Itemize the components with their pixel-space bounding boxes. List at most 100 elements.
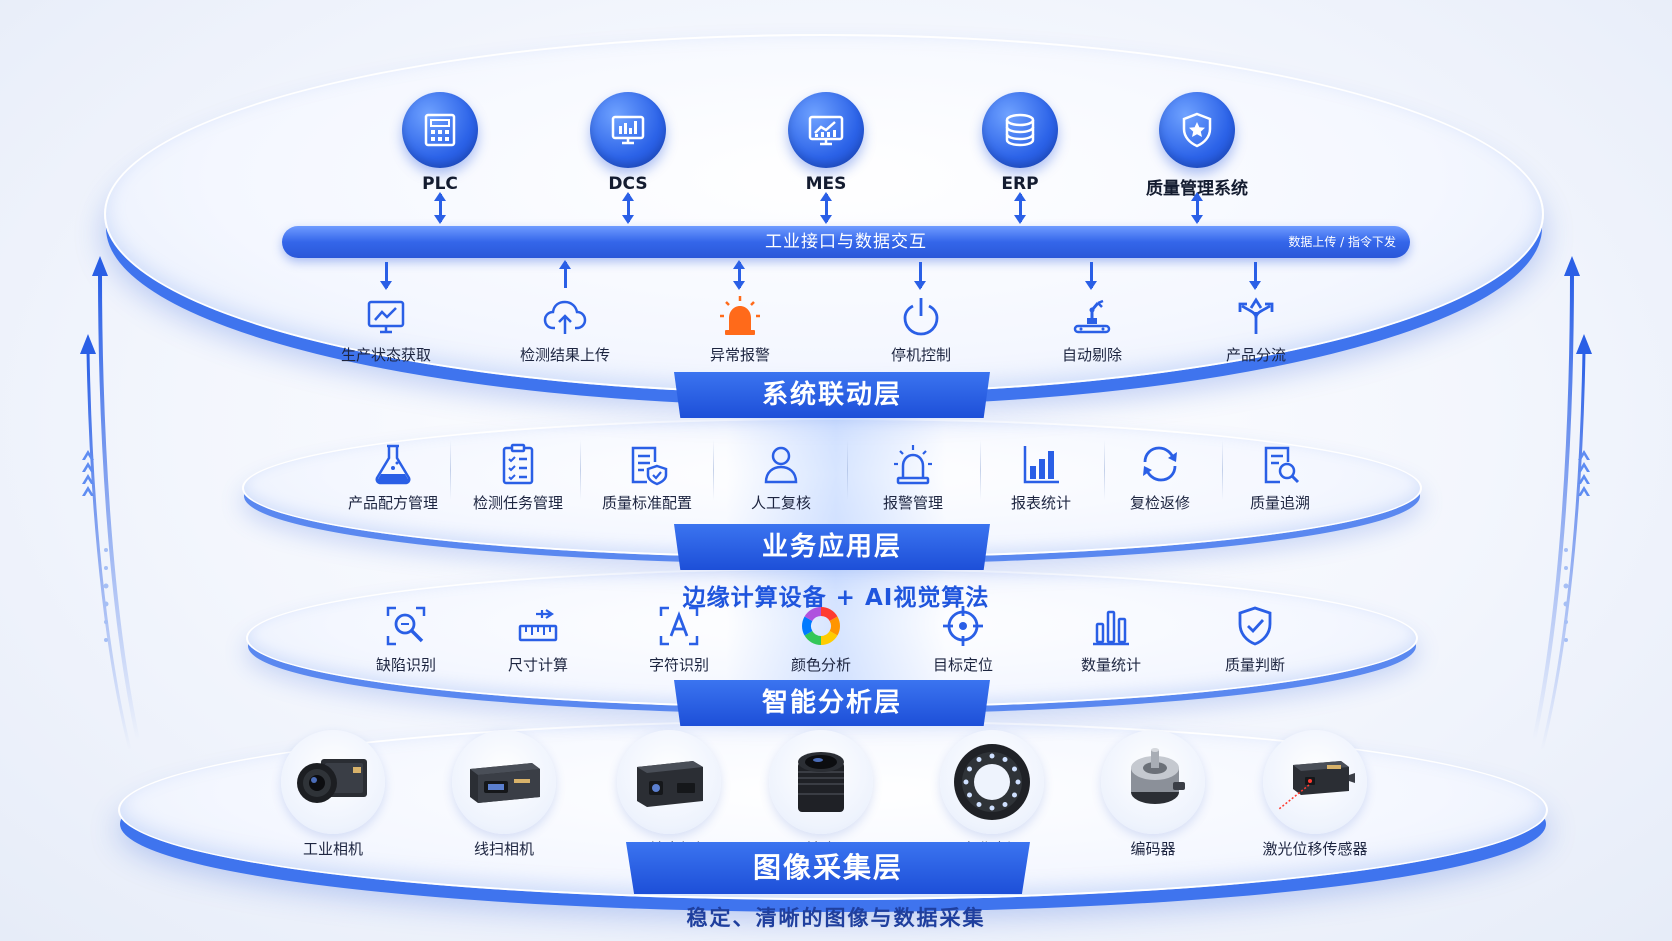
linkage-item[interactable]: 检测结果上传	[500, 290, 630, 365]
item-label: 产品分流	[1225, 346, 1286, 364]
linkage-banner: 系统联动层	[674, 372, 990, 418]
connector-down	[380, 262, 392, 290]
plc-icon	[424, 113, 456, 147]
cloud-upload-icon	[543, 300, 587, 334]
connector-quality	[1191, 192, 1203, 224]
item-label: 字符识别	[648, 656, 709, 674]
encoder-icon	[1131, 748, 1185, 804]
business-item[interactable]: 复检返修	[1095, 438, 1225, 513]
linkage-item[interactable]: 停机控制	[856, 290, 986, 365]
power-icon	[903, 298, 939, 336]
industrial-camera-icon	[297, 759, 367, 803]
shield-check-icon	[1238, 606, 1272, 646]
analysis-item[interactable]: 目标定位	[898, 600, 1028, 675]
analysis-item[interactable]: 缺陷识别	[341, 600, 471, 675]
analysis-item[interactable]: 字符识别	[614, 600, 744, 675]
business-item[interactable]: 质量标准配置	[582, 438, 712, 513]
item-label: 报警管理	[882, 494, 943, 512]
business-item[interactable]: 质量追溯	[1215, 438, 1345, 513]
document-shield-icon	[631, 446, 668, 486]
alarm-icon	[894, 445, 932, 485]
item-label: 检测结果上传	[519, 346, 610, 364]
ring-light-icon	[954, 744, 1030, 820]
connector-down	[914, 262, 926, 290]
person-icon	[764, 446, 798, 484]
hardware-label: 线扫相机	[473, 840, 534, 858]
business-item[interactable]: 人工复核	[716, 438, 846, 513]
item-label: 异常报警	[709, 346, 770, 364]
hardware-item[interactable]: 专业光源	[917, 730, 1067, 859]
business-item[interactable]: 报警管理	[848, 438, 978, 513]
bar-chart-icon	[1023, 446, 1059, 484]
linkage-item[interactable]: 自动剔除	[1027, 290, 1157, 365]
linkage-item[interactable]: 产品分流	[1191, 290, 1321, 365]
separator	[713, 440, 714, 500]
connector-down	[1249, 262, 1261, 290]
linkage-platform	[104, 34, 1544, 394]
hardware-item[interactable]: 线扫相机	[429, 730, 579, 859]
erp-database-icon	[1005, 113, 1035, 147]
bottom-caption: 稳定、清晰的图像与数据采集	[686, 906, 986, 930]
color-wheel-icon	[802, 607, 840, 645]
item-label: 数量统计	[1080, 656, 1141, 674]
business-item[interactable]: 检测任务管理	[453, 438, 583, 513]
connector-down	[1085, 262, 1097, 290]
edge-caption: 边缘计算设备 + AI视觉算法	[682, 585, 990, 611]
connector-both	[733, 260, 745, 290]
analysis-item[interactable]: 数量统计	[1046, 600, 1176, 675]
connector-plc	[434, 192, 446, 224]
system-plc[interactable]: PLC	[365, 92, 515, 194]
business-item[interactable]: 报表统计	[976, 438, 1106, 513]
robot-arm-icon	[1073, 299, 1111, 334]
system-quality[interactable]: 质量管理系统	[1122, 92, 1272, 199]
item-label: 检测任务管理	[472, 494, 563, 512]
item-label: 尺寸计算	[507, 656, 568, 674]
hardware-item[interactable]: 激光位移传感器	[1240, 730, 1390, 859]
interface-bus: 工业接口与数据交互 数据上传 / 指令下发	[282, 226, 1410, 258]
hardware-item[interactable]: 3D轮廓相机	[594, 730, 744, 859]
right-upward-arrows	[1532, 256, 1592, 750]
system-erp[interactable]: ERP	[945, 92, 1095, 194]
analysis-item[interactable]: 尺寸计算	[473, 600, 603, 675]
separator	[980, 440, 981, 500]
system-label: MES	[805, 174, 847, 194]
item-label: 质量标准配置	[601, 494, 692, 512]
system-mes[interactable]: MES	[751, 92, 901, 194]
analysis-item[interactable]: 颜色分析	[756, 600, 886, 675]
character-ocr-icon	[659, 606, 699, 646]
system-label: DCS	[608, 174, 648, 194]
business-item[interactable]: 产品配方管理	[328, 438, 458, 513]
item-label: 质量追溯	[1249, 494, 1310, 512]
linkage-item[interactable]: 异常报警	[675, 290, 805, 365]
item-label: 自动剔除	[1061, 346, 1122, 364]
line-scan-camera-icon	[470, 763, 540, 803]
bus-title: 工业接口与数据交互	[765, 232, 927, 252]
hardware-item[interactable]: 镜头	[746, 730, 896, 859]
hardware-item[interactable]: 工业相机	[258, 730, 408, 859]
column-chart-icon	[1093, 610, 1129, 646]
acquisition-banner: 图像采集层	[626, 842, 1030, 894]
item-label: 质量判断	[1224, 656, 1285, 674]
connector-up	[559, 260, 571, 288]
mes-icon	[808, 115, 844, 146]
item-label: 报表统计	[1010, 494, 1071, 512]
hardware-item[interactable]: 编码器	[1078, 730, 1228, 859]
system-label: 质量管理系统	[1146, 179, 1248, 199]
separator	[1222, 440, 1223, 500]
hardware-label: 工业相机	[302, 840, 363, 858]
flask-icon	[375, 444, 411, 485]
linkage-item[interactable]: 生产状态获取	[321, 290, 451, 365]
separator	[450, 440, 451, 500]
analysis-banner: 智能分析层	[674, 680, 990, 726]
connector-dcs	[622, 192, 634, 224]
separator	[1104, 440, 1105, 500]
system-label: PLC	[422, 174, 458, 194]
item-label: 复检返修	[1129, 494, 1190, 512]
connector-erp	[1014, 192, 1026, 224]
system-dcs[interactable]: DCS	[553, 92, 703, 194]
hardware-label: 激光位移传感器	[1262, 840, 1368, 858]
system-label: ERP	[1001, 174, 1039, 194]
analysis-item[interactable]: 质量判断	[1190, 600, 1320, 675]
item-label: 停机控制	[890, 346, 951, 364]
defect-search-icon	[386, 606, 426, 646]
